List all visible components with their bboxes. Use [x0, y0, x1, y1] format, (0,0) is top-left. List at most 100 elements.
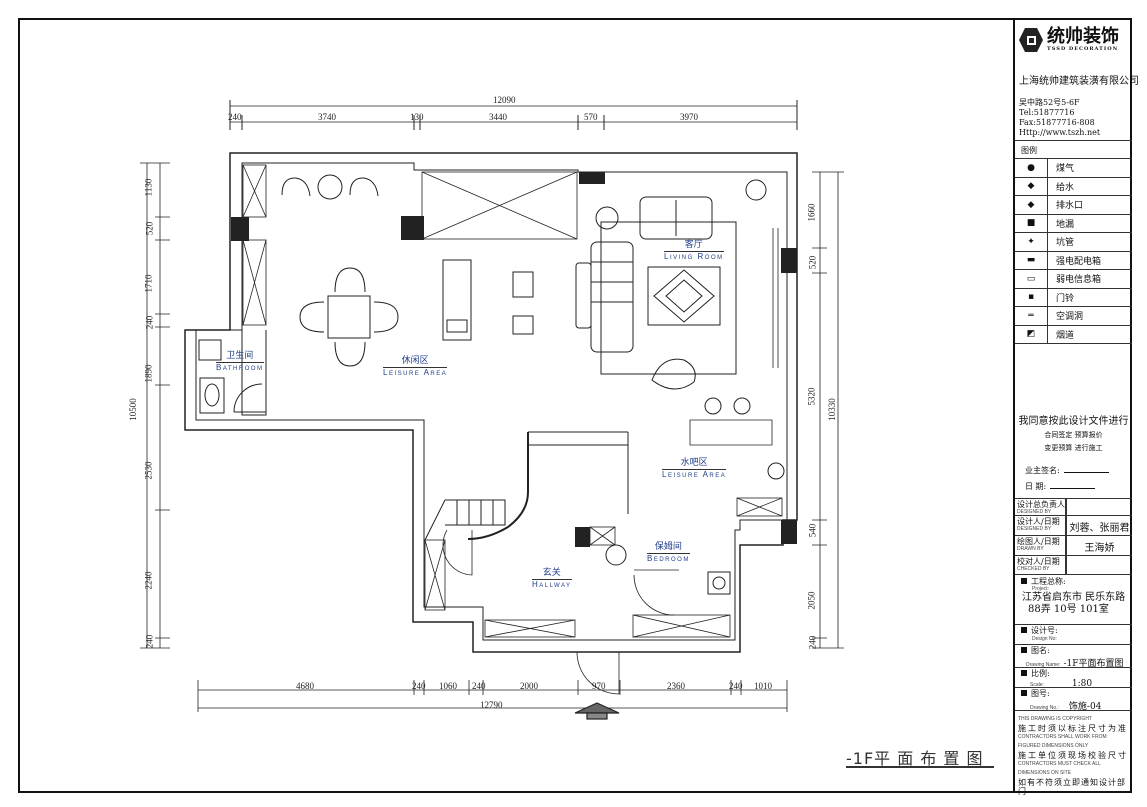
floor-plan	[140, 100, 844, 720]
cabinets	[242, 164, 783, 638]
entrance-arrow-icon	[574, 702, 620, 720]
drawing-title: -1F平 面 布 置 图	[846, 749, 984, 768]
role-label: 设计总负责人	[1017, 500, 1065, 509]
floor-drain-icon: ■	[1015, 214, 1048, 232]
drawing-no-label: 图号:	[1031, 689, 1050, 698]
power-box-icon: ▬	[1015, 251, 1048, 269]
flue-icon: ◩	[1015, 325, 1048, 343]
room-en: Bedroom	[647, 552, 690, 563]
drawing-no-value: 饰施-04	[1068, 702, 1102, 712]
legend-label: 门铃	[1056, 293, 1075, 304]
walls	[184, 152, 798, 653]
drain-icon: ◆	[1015, 196, 1048, 214]
legend-label: 坑管	[1056, 238, 1075, 249]
role-label: 绘图人/日期	[1017, 537, 1060, 546]
room-cn: 保姆间	[654, 542, 682, 552]
dim-bottom: 240	[729, 681, 743, 691]
copyright-cn-3: 如有不符须立即通知设计部门	[1018, 778, 1126, 796]
legend-item: ■地漏	[1015, 214, 1132, 233]
date-field[interactable]: 日 期:	[1025, 481, 1096, 492]
dim-right: 1660	[806, 203, 817, 222]
dim-bottom: 4680	[296, 681, 314, 691]
copyright-cn-2: 施工单位须现场校验尺寸	[1018, 751, 1128, 760]
dim-right: 240	[807, 635, 818, 650]
role-sub: DESIGNED BY	[1017, 509, 1052, 515]
ac-hole-icon: ═	[1015, 307, 1048, 325]
room-cn: 玄关	[542, 568, 561, 578]
copyright-en-1: THIS DRAWING IS COPYRIGHT	[1018, 716, 1092, 722]
role-value: 王海娇	[1084, 543, 1115, 554]
dim-bottom-total: 12790	[480, 700, 503, 710]
dim-right: 5320	[806, 387, 817, 406]
agreement-text: 我同意按此设计文件进行	[1018, 416, 1129, 427]
dim-left-total: 10500	[127, 398, 138, 421]
dim-top: 3970	[680, 112, 698, 122]
owner-signature-field[interactable]: 业主签名:	[1025, 465, 1109, 476]
gas-icon: ●	[1015, 159, 1048, 177]
role-label: 校对人/日期	[1017, 557, 1060, 566]
room-cn: 休闲区	[401, 356, 429, 366]
dim-right: 2050	[806, 591, 817, 610]
scale-label: 比例:	[1031, 669, 1050, 678]
dim-bottom: 1010	[754, 681, 772, 691]
dim-bottom: 240	[412, 681, 426, 691]
legend-item: ▬ 强电配电箱	[1015, 251, 1132, 270]
role-sub: DRAWN BY	[1017, 546, 1044, 552]
drawing-name-sub: Drawing Name:	[1026, 662, 1061, 668]
legend-label: 给水	[1056, 182, 1075, 193]
legend-title: 图例	[1021, 146, 1037, 155]
drawing-no-block: 图号: Drawing No.: 饰施-04	[1015, 688, 1132, 712]
divider	[1015, 498, 1132, 499]
dim-top: 3740	[318, 112, 336, 122]
room-en: Living Room	[664, 250, 724, 261]
fax: Fax:51877716-808	[1019, 118, 1095, 127]
legend-item: ✦ 坑管	[1015, 233, 1132, 252]
role-label: 设计人/日期	[1017, 517, 1060, 526]
dim-bottom: 240	[472, 681, 486, 691]
project-address-1: 江苏省启东市 民乐东路	[1022, 592, 1126, 603]
website: Http://www.tszh.net	[1019, 128, 1101, 137]
legend-label: 强电配电箱	[1056, 256, 1102, 267]
project-block: 工程总称: Project: 江苏省启东市 民乐东路 88弄 10号 101室	[1015, 575, 1132, 625]
legend-item: ◆ 给水	[1015, 177, 1132, 196]
copyright-en-3: CONTRACTORS MUST CHECK ALL DIMENSIONS ON…	[1018, 761, 1101, 776]
dim-right: 520	[807, 255, 818, 270]
room-cn: 水吧区	[680, 458, 708, 468]
role-sub: DESIGNED BY	[1017, 526, 1052, 532]
dim-top: 240	[228, 112, 242, 122]
room-en: Bathroom	[216, 361, 264, 372]
copyright-en-2: CONTRACTORS SHALL WORK FROM FIGURED DIME…	[1018, 734, 1107, 749]
design-no-label: 设计号:	[1031, 626, 1058, 635]
dim-bottom: 2000	[520, 681, 538, 691]
dim-left: 240	[144, 315, 155, 330]
dim-bottom: 1060	[439, 681, 457, 691]
divider	[1015, 140, 1132, 141]
pit-pipe-icon: ✦	[1015, 233, 1048, 251]
dim-left: 1130	[143, 178, 154, 197]
title-block: 统帅装饰 TSSD DECORATION 上海统帅建筑装潢有限公司 吴中路52号…	[1013, 18, 1139, 796]
company-logo: 统帅装饰 TSSD DECORATION	[1019, 28, 1119, 52]
dim-left: 2240	[143, 571, 154, 590]
water-supply-icon: ◆	[1015, 177, 1048, 195]
project-address-2: 88弄 10号 101室	[1028, 604, 1109, 615]
legend-item: ═ 空调洞	[1015, 307, 1132, 326]
drawing-no-sub: Drawing No.:	[1030, 705, 1059, 711]
columns	[231, 172, 797, 547]
scale-sub: Scale:	[1030, 682, 1044, 688]
dim-top: 570	[584, 112, 598, 122]
dim-right: 540	[807, 523, 818, 538]
legend-label: 煤气	[1056, 164, 1075, 175]
legend-item: ◆排水口	[1015, 196, 1132, 215]
dim-bottom: 2360	[667, 681, 685, 691]
legend-item: ● 煤气	[1015, 159, 1132, 178]
dim-left: 1710	[143, 274, 154, 293]
furniture	[198, 174, 785, 695]
room-cn: 客厅	[684, 240, 703, 250]
legend-item: ▭弱电信息箱	[1015, 270, 1132, 289]
dim-top-total: 12090	[493, 95, 516, 105]
legend-label: 空调洞	[1056, 312, 1084, 323]
